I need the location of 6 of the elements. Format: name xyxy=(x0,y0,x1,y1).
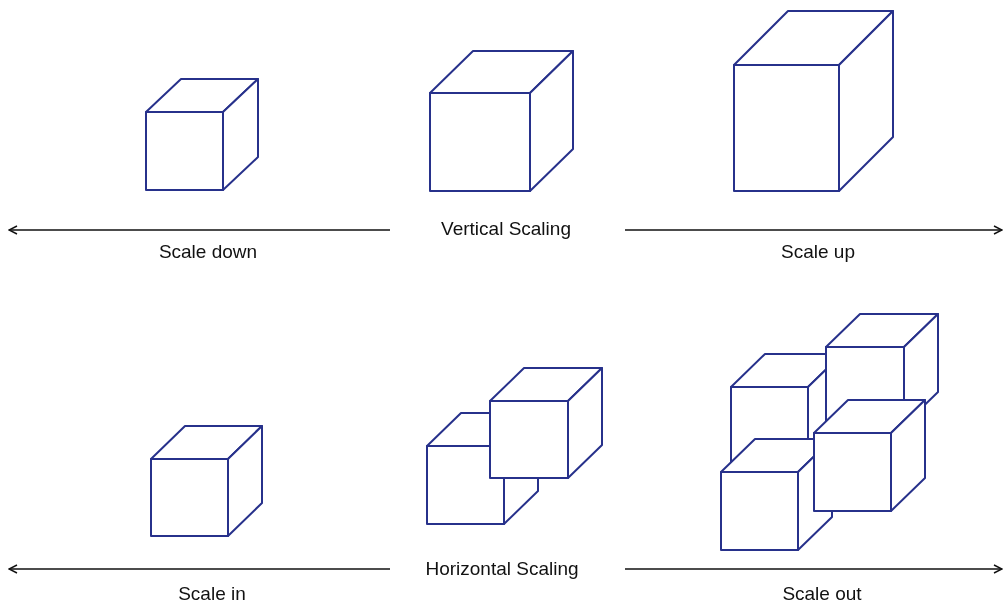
direction-label: Scale down xyxy=(158,241,258,263)
axis-title: Horizontal Scaling xyxy=(425,558,579,580)
direction-label: Scale up xyxy=(781,241,855,263)
axis-title: Vertical Scaling xyxy=(441,218,571,240)
direction-label: Scale in xyxy=(178,583,246,605)
direction-label: Scale out xyxy=(782,583,862,605)
